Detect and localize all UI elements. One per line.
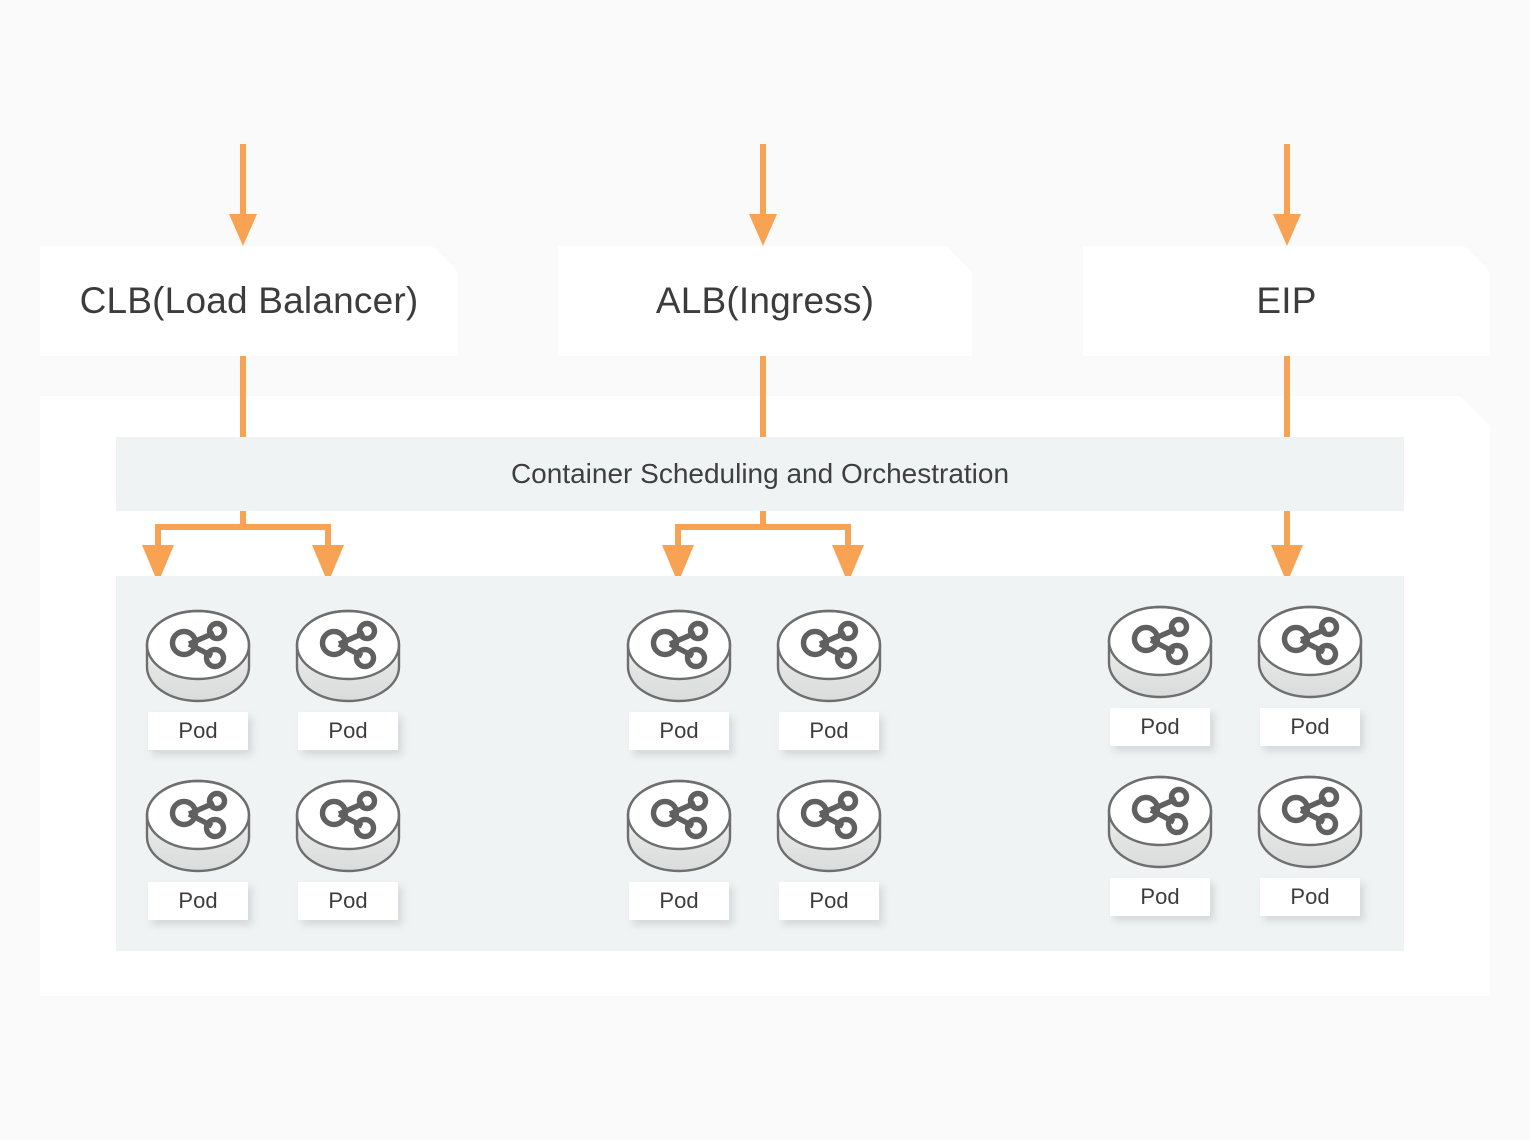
node-graph-icon xyxy=(1131,786,1190,836)
inbound-arrow-eip xyxy=(1273,144,1301,246)
pod-column: Pod Pod xyxy=(1256,596,1364,918)
service-label-clb: CLB(Load Balancer) xyxy=(79,280,419,321)
pod-cylinder-icon xyxy=(145,779,251,873)
pod-column: Pod Pod xyxy=(1106,596,1214,918)
pod-unit[interactable]: Pod xyxy=(625,770,733,922)
pod-cylinder-icon xyxy=(295,779,401,873)
pod-label-chip: Pod xyxy=(629,712,729,750)
pod-label: Pod xyxy=(328,718,368,743)
service-box-clb[interactable]: CLB(Load Balancer) xyxy=(40,246,458,356)
node-graph-icon xyxy=(319,620,378,670)
pod-column: Pod Pod xyxy=(625,600,733,922)
node-graph-icon xyxy=(169,620,228,670)
node-graph-icon xyxy=(1281,786,1340,836)
pod-cylinder-icon xyxy=(776,779,882,873)
pod-label-chip: Pod xyxy=(629,882,729,920)
orchestration-label: Container Scheduling and Orchestration xyxy=(510,458,1010,489)
pod-unit[interactable]: Pod xyxy=(294,600,402,752)
pod-cylinder xyxy=(144,770,252,880)
pod-cylinder-icon xyxy=(1257,775,1363,869)
pod-cylinder xyxy=(1256,766,1364,876)
node-graph-icon xyxy=(650,620,709,670)
pod-cylinder-icon xyxy=(626,779,732,873)
pod-label-chip: Pod xyxy=(1110,708,1210,746)
pod-cylinder xyxy=(294,600,402,710)
pod-unit[interactable]: Pod xyxy=(1256,766,1364,918)
pod-unit[interactable]: Pod xyxy=(625,600,733,752)
node-graph-icon xyxy=(800,620,859,670)
node-graph-icon xyxy=(1131,616,1190,666)
pod-label: Pod xyxy=(659,718,699,743)
pod-unit[interactable]: Pod xyxy=(1256,596,1364,748)
pod-unit[interactable]: Pod xyxy=(775,770,883,922)
pod-cylinder xyxy=(294,770,402,880)
pod-column: Pod Pod xyxy=(775,600,883,922)
pod-label: Pod xyxy=(328,888,368,913)
pod-label: Pod xyxy=(1140,884,1180,909)
node-graph-icon xyxy=(1281,616,1340,666)
pod-label: Pod xyxy=(659,888,699,913)
pod-cylinder-icon xyxy=(295,609,401,703)
pod-cylinder-icon xyxy=(1257,605,1363,699)
service-label-alb: ALB(Ingress) xyxy=(655,280,875,321)
pod-unit[interactable]: Pod xyxy=(1106,766,1214,918)
pod-group-eip: Pod Pod xyxy=(1106,596,1364,918)
pod-cylinder-icon xyxy=(1107,605,1213,699)
pod-label: Pod xyxy=(178,718,218,743)
pod-unit[interactable]: Pod xyxy=(775,600,883,752)
pod-cylinder xyxy=(775,770,883,880)
pod-cylinder-icon xyxy=(776,609,882,703)
pod-cylinder-icon xyxy=(145,609,251,703)
pod-label-chip: Pod xyxy=(1260,708,1360,746)
pod-label-chip: Pod xyxy=(298,712,398,750)
node-graph-icon xyxy=(800,790,859,840)
pod-cylinder xyxy=(775,600,883,710)
pod-label: Pod xyxy=(1290,884,1330,909)
service-box-eip[interactable]: EIP xyxy=(1083,246,1490,356)
pod-cylinder xyxy=(1106,766,1214,876)
pod-label-chip: Pod xyxy=(148,882,248,920)
pod-label: Pod xyxy=(809,718,849,743)
pod-label: Pod xyxy=(178,888,218,913)
pod-cylinder xyxy=(625,770,733,880)
pod-label: Pod xyxy=(1290,714,1330,739)
pod-unit[interactable]: Pod xyxy=(1106,596,1214,748)
pod-label-chip: Pod xyxy=(779,712,879,750)
pod-unit[interactable]: Pod xyxy=(294,770,402,922)
pod-label-chip: Pod xyxy=(1260,878,1360,916)
pod-cylinder-icon xyxy=(626,609,732,703)
pod-unit[interactable]: Pod xyxy=(144,600,252,752)
inbound-arrow-clb xyxy=(229,144,257,246)
pod-cylinder xyxy=(1106,596,1214,706)
pod-group-clb: Pod Pod xyxy=(144,600,402,922)
pod-label: Pod xyxy=(1140,714,1180,739)
pod-column: Pod Pod xyxy=(294,600,402,922)
orchestration-bar: Container Scheduling and Orchestration xyxy=(116,437,1404,511)
node-graph-icon xyxy=(319,790,378,840)
pod-group-alb: Pod Pod xyxy=(625,600,883,922)
pod-label: Pod xyxy=(809,888,849,913)
pod-cylinder xyxy=(144,600,252,710)
inbound-arrow-alb xyxy=(749,144,777,246)
pod-label-chip: Pod xyxy=(779,882,879,920)
pod-cylinder-icon xyxy=(1107,775,1213,869)
node-graph-icon xyxy=(650,790,709,840)
pod-label-chip: Pod xyxy=(298,882,398,920)
pod-cylinder xyxy=(1256,596,1364,706)
service-box-alb[interactable]: ALB(Ingress) xyxy=(558,246,972,356)
service-label-eip: EIP xyxy=(1256,280,1317,321)
pod-unit[interactable]: Pod xyxy=(144,770,252,922)
pod-cylinder xyxy=(625,600,733,710)
pod-column: Pod Pod xyxy=(144,600,252,922)
pod-label-chip: Pod xyxy=(148,712,248,750)
pod-label-chip: Pod xyxy=(1110,878,1210,916)
node-graph-icon xyxy=(169,790,228,840)
